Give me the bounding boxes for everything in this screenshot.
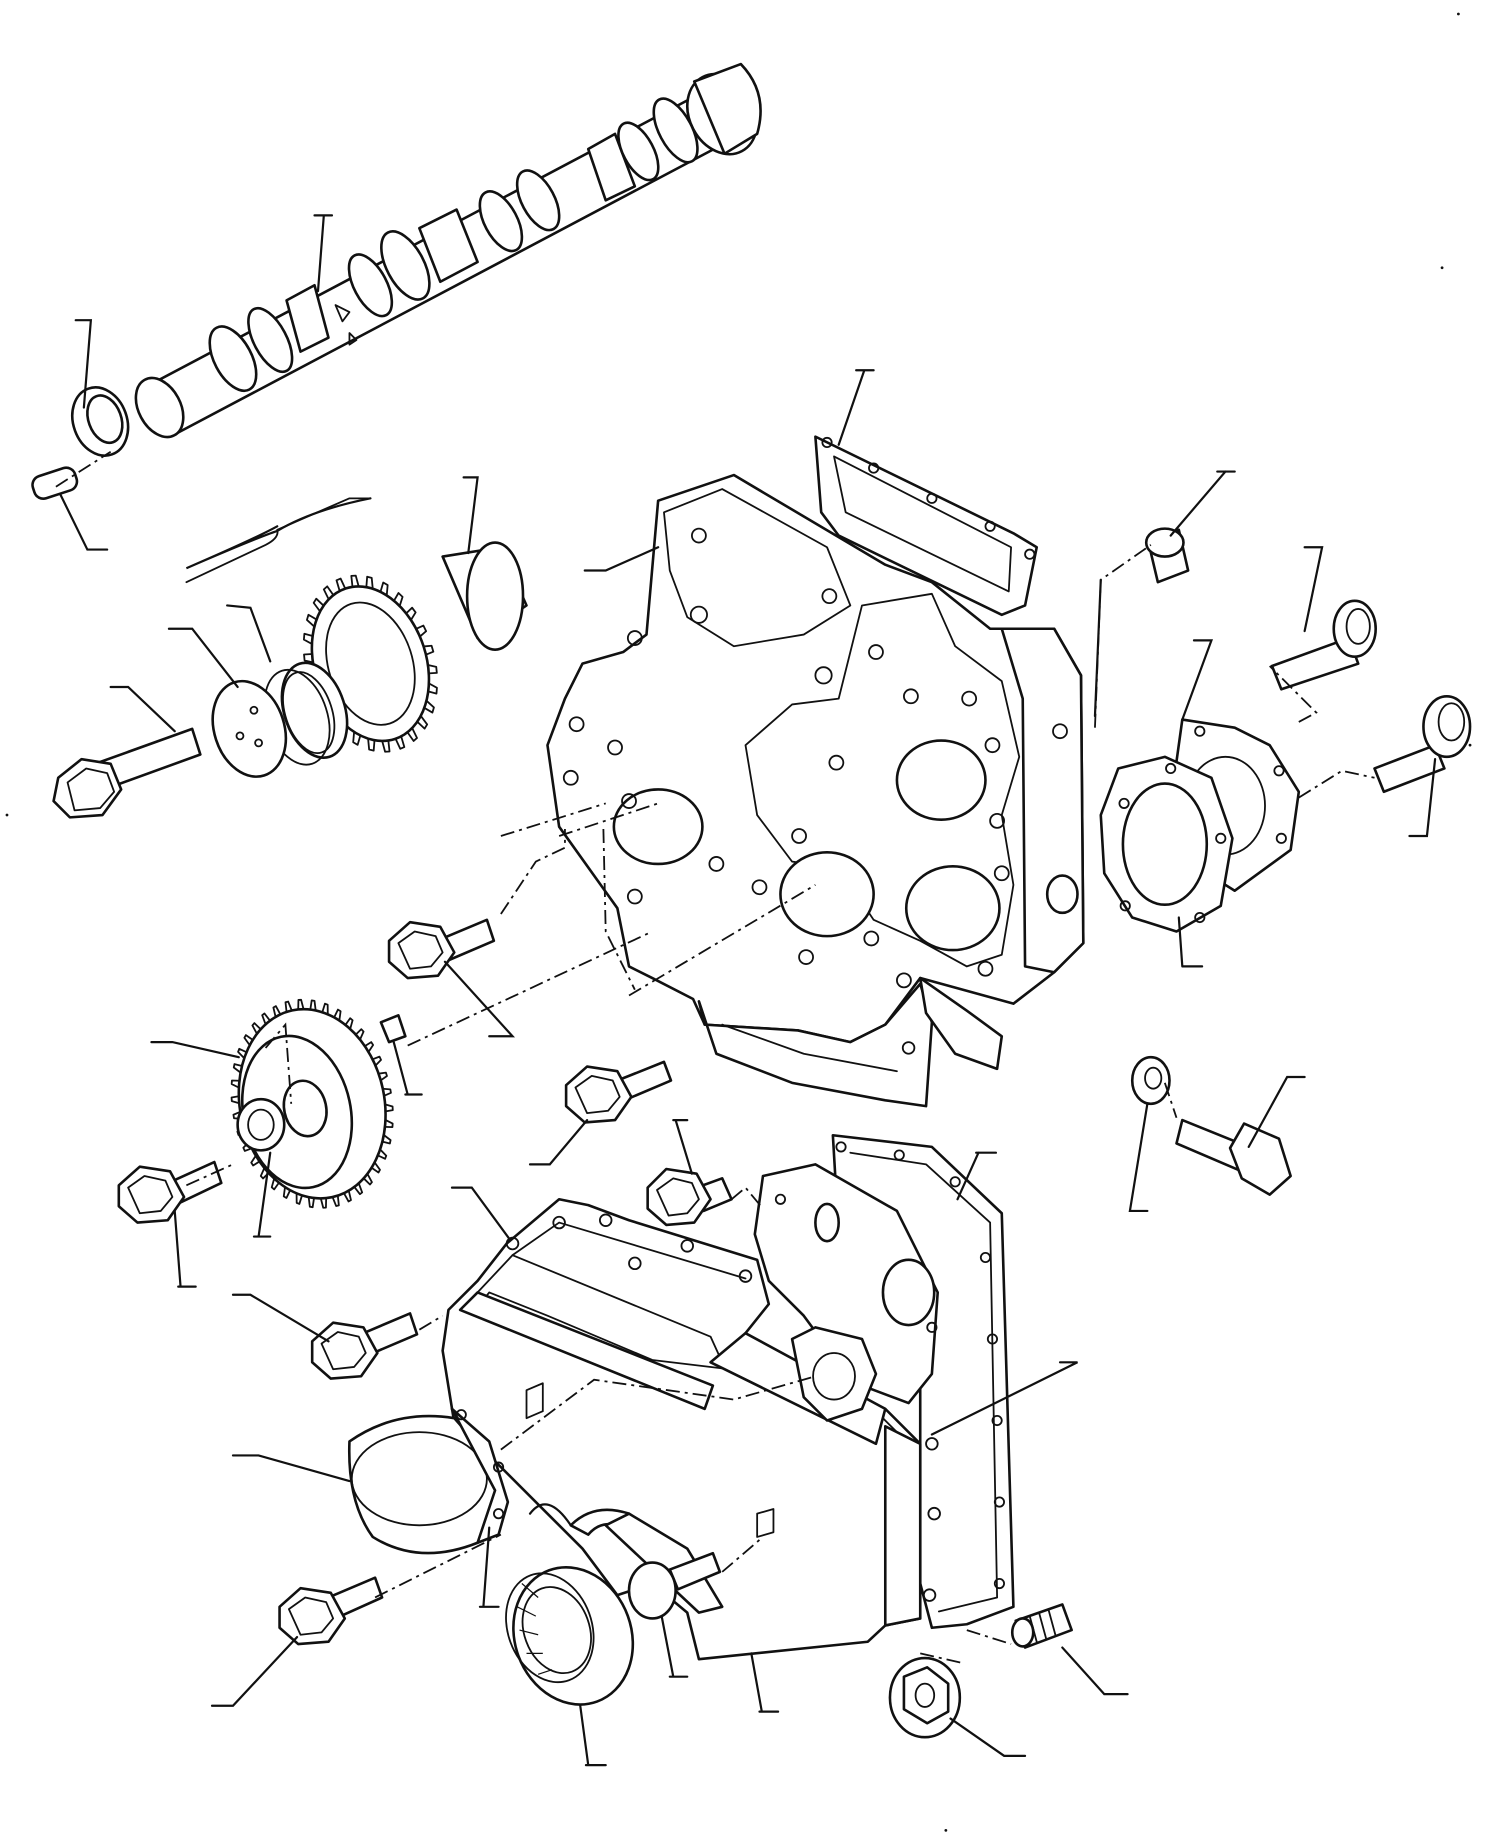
timing-case-housing: [547, 475, 1083, 1106]
woodruff-key: [381, 1015, 405, 1042]
stud: [1012, 1604, 1071, 1647]
timing-cover: [443, 1199, 940, 1659]
callout-leaders: [61, 215, 1436, 1765]
flange-bolt: [1375, 696, 1471, 791]
flange-bolt: [1176, 1120, 1290, 1195]
flange-bolt: [312, 1313, 417, 1378]
camshaft: [126, 62, 770, 445]
flange-bolt: [648, 1169, 732, 1225]
flange-bolt: [119, 1162, 222, 1223]
flange-bolt: [389, 920, 494, 978]
dowel-pin: [30, 465, 79, 501]
flange-bolt: [280, 1578, 383, 1644]
scan-specks: [5, 12, 1472, 1832]
nut: [890, 1658, 960, 1737]
gear-tooth-profile: [232, 1000, 393, 1208]
bearing-housing-gasket: [1101, 757, 1233, 932]
thrust-washer: [63, 380, 137, 464]
timing-cover-gasket: [755, 1135, 1014, 1628]
flange-bolt: [629, 1553, 720, 1618]
gear-hub-washer: [201, 672, 298, 787]
blanking-plug: [1146, 529, 1188, 583]
flange-bolt: [1272, 601, 1376, 689]
idler-hub-bush: [238, 1099, 285, 1150]
gear-retaining-bolt: [54, 729, 201, 817]
gear-teeth: [232, 1000, 393, 1208]
access-cover: [349, 1409, 508, 1553]
bolt-washer: [1132, 1057, 1169, 1104]
flange-bolt: [566, 1062, 671, 1123]
oil-seal: [491, 1550, 651, 1721]
timing-case-gasket: [815, 437, 1036, 615]
pulley-spacer: [571, 1510, 722, 1613]
